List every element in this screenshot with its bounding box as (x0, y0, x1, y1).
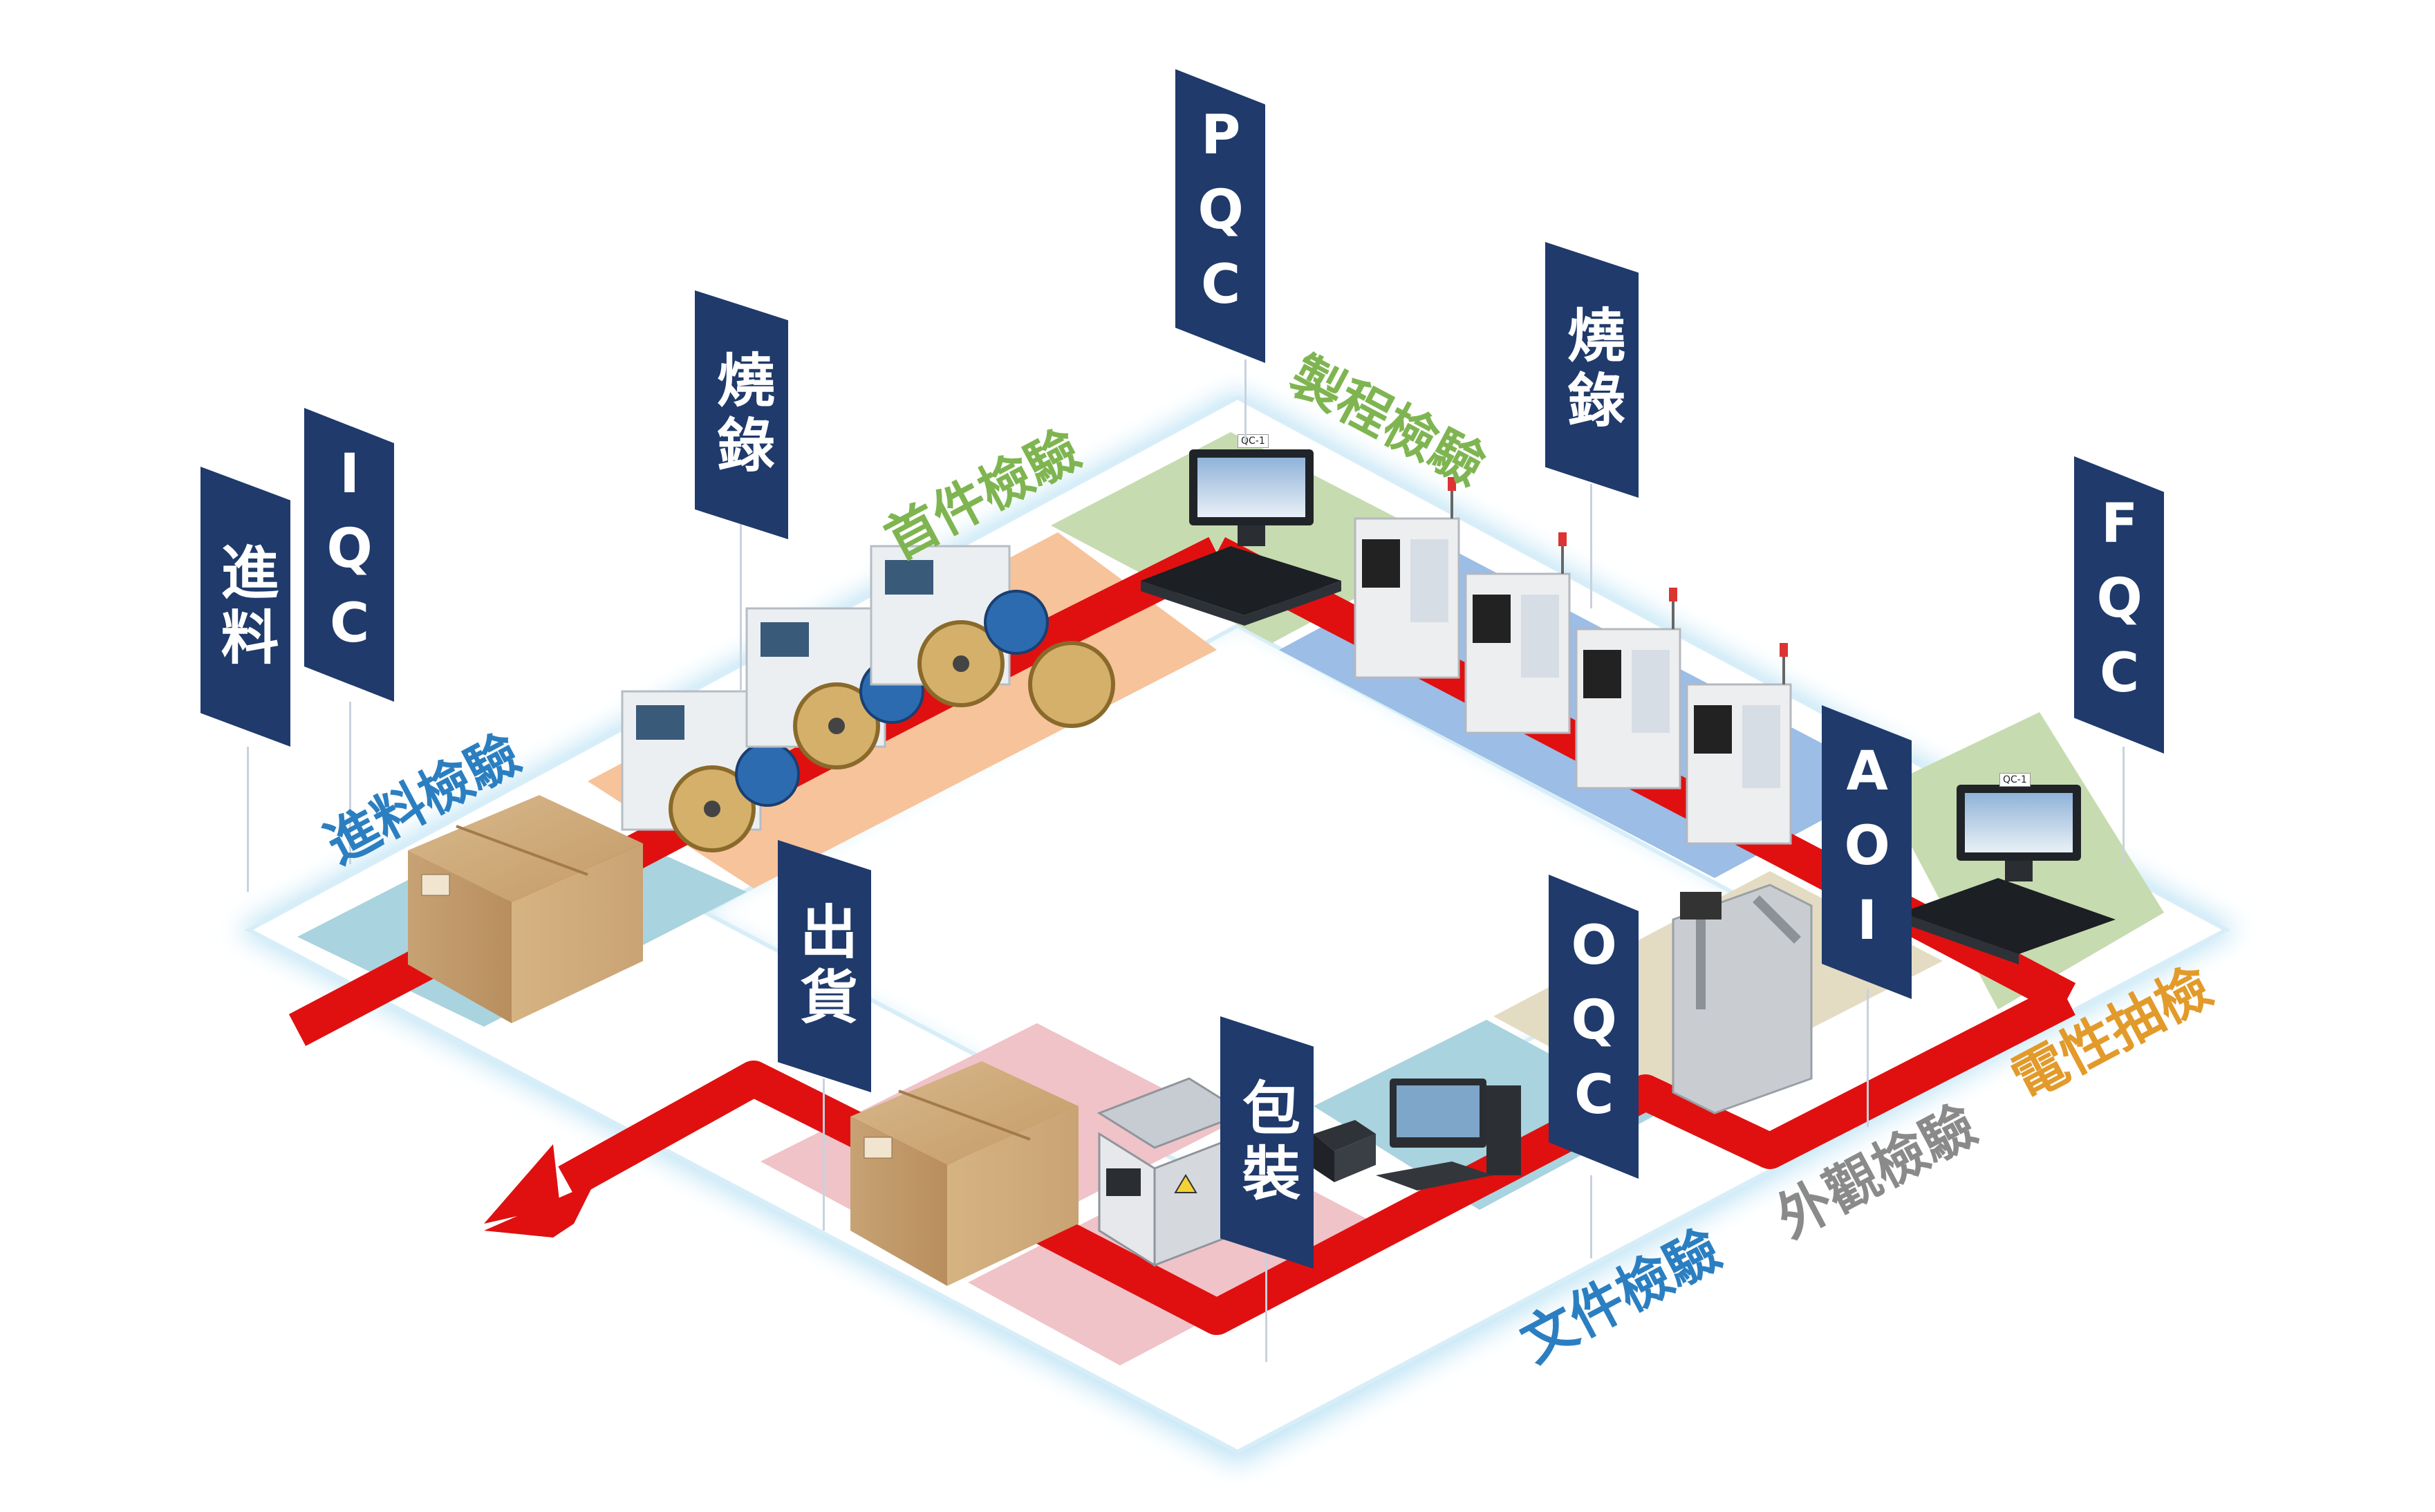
flag-aoi: AOI (1822, 705, 1912, 999)
cardboard-box-incoming-icon (408, 795, 643, 1023)
exit-arrowhead (484, 1144, 560, 1224)
floor-glow (235, 391, 2240, 1466)
flag-pole-burn-left (740, 512, 742, 691)
flag-fqc: FQC (2074, 456, 2164, 754)
flag-packaging: 包裝 (1220, 1016, 1314, 1269)
flag-incoming: 進料 (200, 467, 290, 747)
flag-oqc: OQC (1549, 875, 1639, 1179)
tape-reel-programmer-icon (621, 545, 1115, 852)
flag-pole-iqc (349, 702, 351, 864)
flag-shipping: 出貨 (778, 840, 871, 1092)
monitor-tag-fqc: QC-1 (1999, 773, 2031, 787)
qc-workstation-fqc-icon (1901, 785, 2116, 964)
flag-pole-fqc (2123, 747, 2125, 864)
flag-pole-pqc (1244, 360, 1247, 442)
desktop-pc-icon (1376, 1079, 1521, 1191)
flag-burn-left: 燒錄 (695, 290, 788, 539)
flag-pole-shipping (823, 1079, 825, 1231)
flag-iqc-text: IQC (318, 442, 381, 667)
flag-pole-aoi (1867, 989, 1869, 1127)
aoi-machine-icon (1354, 477, 1792, 845)
flag-burn-left-text: 燒錄 (707, 350, 776, 480)
monitor-tag-pqc: QC-1 (1238, 434, 1269, 448)
flag-pole-incoming (247, 747, 249, 892)
flag-burn-right-text: 燒錄 (1558, 305, 1626, 435)
flag-pqc-text: PQC (1189, 104, 1252, 328)
flag-iqc: IQC (304, 408, 394, 702)
label-printer-icon (1314, 1120, 1376, 1182)
flag-pqc: PQC (1175, 69, 1265, 363)
flag-fqc-text: FQC (2088, 493, 2151, 717)
cardboard-box-shipping-icon (850, 1061, 1079, 1286)
flag-shipping-text: 出貨 (790, 901, 859, 1032)
flag-pole-burn-right (1590, 484, 1592, 608)
flag-pole-packaging (1265, 1238, 1267, 1362)
flag-burn-right: 燒錄 (1545, 242, 1639, 498)
qc-workstation-pqc-icon (1141, 449, 1341, 626)
flag-aoi-text: AOI (1836, 740, 1898, 964)
flag-incoming-text: 進料 (212, 541, 280, 672)
inspection-arm-icon (1672, 884, 1813, 1114)
flag-pole-oqc (1590, 1175, 1592, 1258)
flag-packaging-text: 包裝 (1233, 1077, 1301, 1208)
flag-oqc-text: OQC (1562, 915, 1625, 1139)
